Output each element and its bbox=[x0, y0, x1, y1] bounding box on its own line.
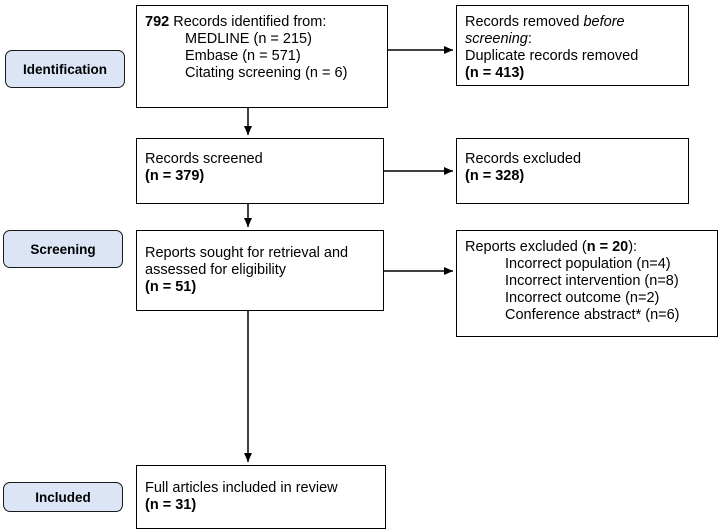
removed-paren-close: ) bbox=[519, 65, 525, 81]
sought-paren-open: ( bbox=[145, 279, 150, 295]
included-count-value: n = 31 bbox=[149, 497, 192, 513]
removed-count-value: n = 413 bbox=[469, 65, 520, 81]
excluded-paren-open: ( bbox=[465, 168, 470, 184]
stage-identification-text: Identification bbox=[23, 61, 107, 77]
screened-paren-open: ( bbox=[145, 168, 150, 184]
reports-excluded-count: n = 20 bbox=[586, 239, 629, 255]
included-count: (n = 31) bbox=[145, 497, 377, 514]
box-reports-excluded: Reports excluded (n = 20): Incorrect pop… bbox=[456, 230, 718, 337]
identified-text: Records identified from: bbox=[169, 14, 327, 30]
identified-source: MEDLINE (n = 215) bbox=[185, 31, 312, 47]
exclusion-reason: Incorrect outcome (n=2) bbox=[505, 290, 660, 306]
exclusion-reason: Incorrect intervention (n=8) bbox=[505, 273, 679, 289]
sought-line1: Reports sought for retrieval and bbox=[145, 245, 349, 261]
screened-count-value: n = 379 bbox=[149, 168, 200, 184]
reports-excluded-label-end: ): bbox=[628, 239, 638, 255]
removed-line1-emphasis: before bbox=[583, 14, 625, 30]
removed-line1: Records removed before bbox=[465, 14, 680, 31]
reports-excluded-heading: Reports excluded (n = 20): bbox=[465, 239, 709, 256]
screened-count: (n = 379) bbox=[145, 168, 375, 185]
removed-line2-emphasis: screening bbox=[465, 31, 528, 47]
excluded-label: Records excluded bbox=[465, 151, 582, 167]
identified-heading: 792 Records identified from: bbox=[145, 14, 379, 31]
stage-screening-text: Screening bbox=[30, 241, 96, 257]
sought-paren-close: ) bbox=[191, 279, 197, 295]
exclusion-reason: Incorrect population (n=4) bbox=[505, 256, 671, 272]
box-full-articles-included: Full articles included in review (n = 31… bbox=[136, 465, 386, 529]
excluded-count: (n = 328) bbox=[465, 168, 680, 185]
stage-included-text: Included bbox=[35, 489, 91, 505]
removed-line1-text: Records removed bbox=[465, 14, 584, 30]
identified-count: 792 bbox=[145, 14, 170, 30]
box-records-removed: Records removed before screening: Duplic… bbox=[456, 5, 689, 86]
removed-line2-text: : bbox=[527, 31, 532, 47]
removed-paren-open: ( bbox=[465, 65, 470, 81]
screened-paren-close: ) bbox=[199, 168, 205, 184]
excluded-count-value: n = 328 bbox=[469, 168, 520, 184]
removed-line2: screening: bbox=[465, 31, 680, 48]
stage-label-included: Included bbox=[3, 482, 123, 512]
sought-line2: assessed for eligibility bbox=[145, 262, 287, 278]
reports-excluded-label: Reports excluded ( bbox=[465, 239, 587, 255]
removed-line3: Duplicate records removed bbox=[465, 48, 639, 64]
box-records-excluded: Records excluded (n = 328) bbox=[456, 138, 689, 204]
exclusion-reason: Conference abstract* (n=6) bbox=[505, 307, 680, 323]
stage-label-screening: Screening bbox=[3, 230, 123, 268]
excluded-paren-close: ) bbox=[519, 168, 525, 184]
stage-label-identification: Identification bbox=[5, 50, 125, 88]
box-records-identified: 792 Records identified from: MEDLINE (n … bbox=[136, 5, 388, 108]
removed-count: (n = 413) bbox=[465, 65, 680, 82]
included-label: Full articles included in review bbox=[145, 480, 338, 496]
box-records-screened: Records screened (n = 379) bbox=[136, 138, 384, 204]
sought-count: (n = 51) bbox=[145, 279, 375, 296]
identified-source: Citating screening (n = 6) bbox=[185, 65, 348, 81]
box-reports-sought: Reports sought for retrieval and assesse… bbox=[136, 230, 384, 311]
sought-count-value: n = 51 bbox=[149, 279, 192, 295]
identified-source: Embase (n = 571) bbox=[185, 48, 301, 64]
included-paren-open: ( bbox=[145, 497, 150, 513]
screened-label: Records screened bbox=[145, 151, 263, 167]
included-paren-close: ) bbox=[191, 497, 197, 513]
